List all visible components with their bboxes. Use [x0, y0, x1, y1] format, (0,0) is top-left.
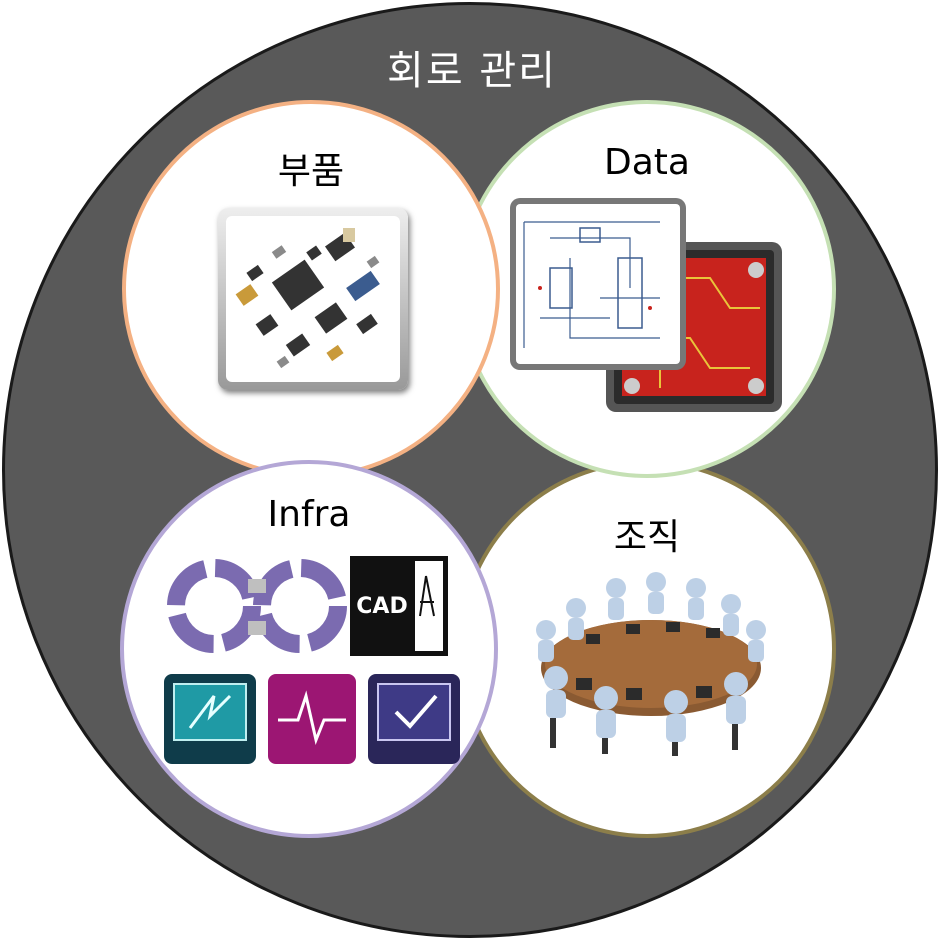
team-meeting-icon: [516, 568, 786, 758]
circle-infra: Infra PLM ERP CAD: [120, 460, 498, 838]
diagram-title: 회로 관리: [387, 48, 557, 94]
parts-label: 부품: [277, 151, 345, 192]
infrastructure-systems-icon: [164, 556, 464, 766]
organization-label: 조직: [613, 517, 681, 558]
schematic-pcb-icon: [510, 198, 790, 420]
electronic-components-icon: [218, 208, 408, 390]
cad-label: CAD: [356, 594, 408, 619]
data-label: Data: [604, 142, 690, 183]
plm-label: PLM: [208, 596, 232, 607]
circle-organization: 조직: [458, 460, 836, 838]
circle-parts: 부품: [122, 100, 500, 478]
erp-label: ERP: [295, 596, 317, 607]
circle-data: Data: [458, 100, 836, 478]
infra-label: Infra: [267, 494, 351, 535]
